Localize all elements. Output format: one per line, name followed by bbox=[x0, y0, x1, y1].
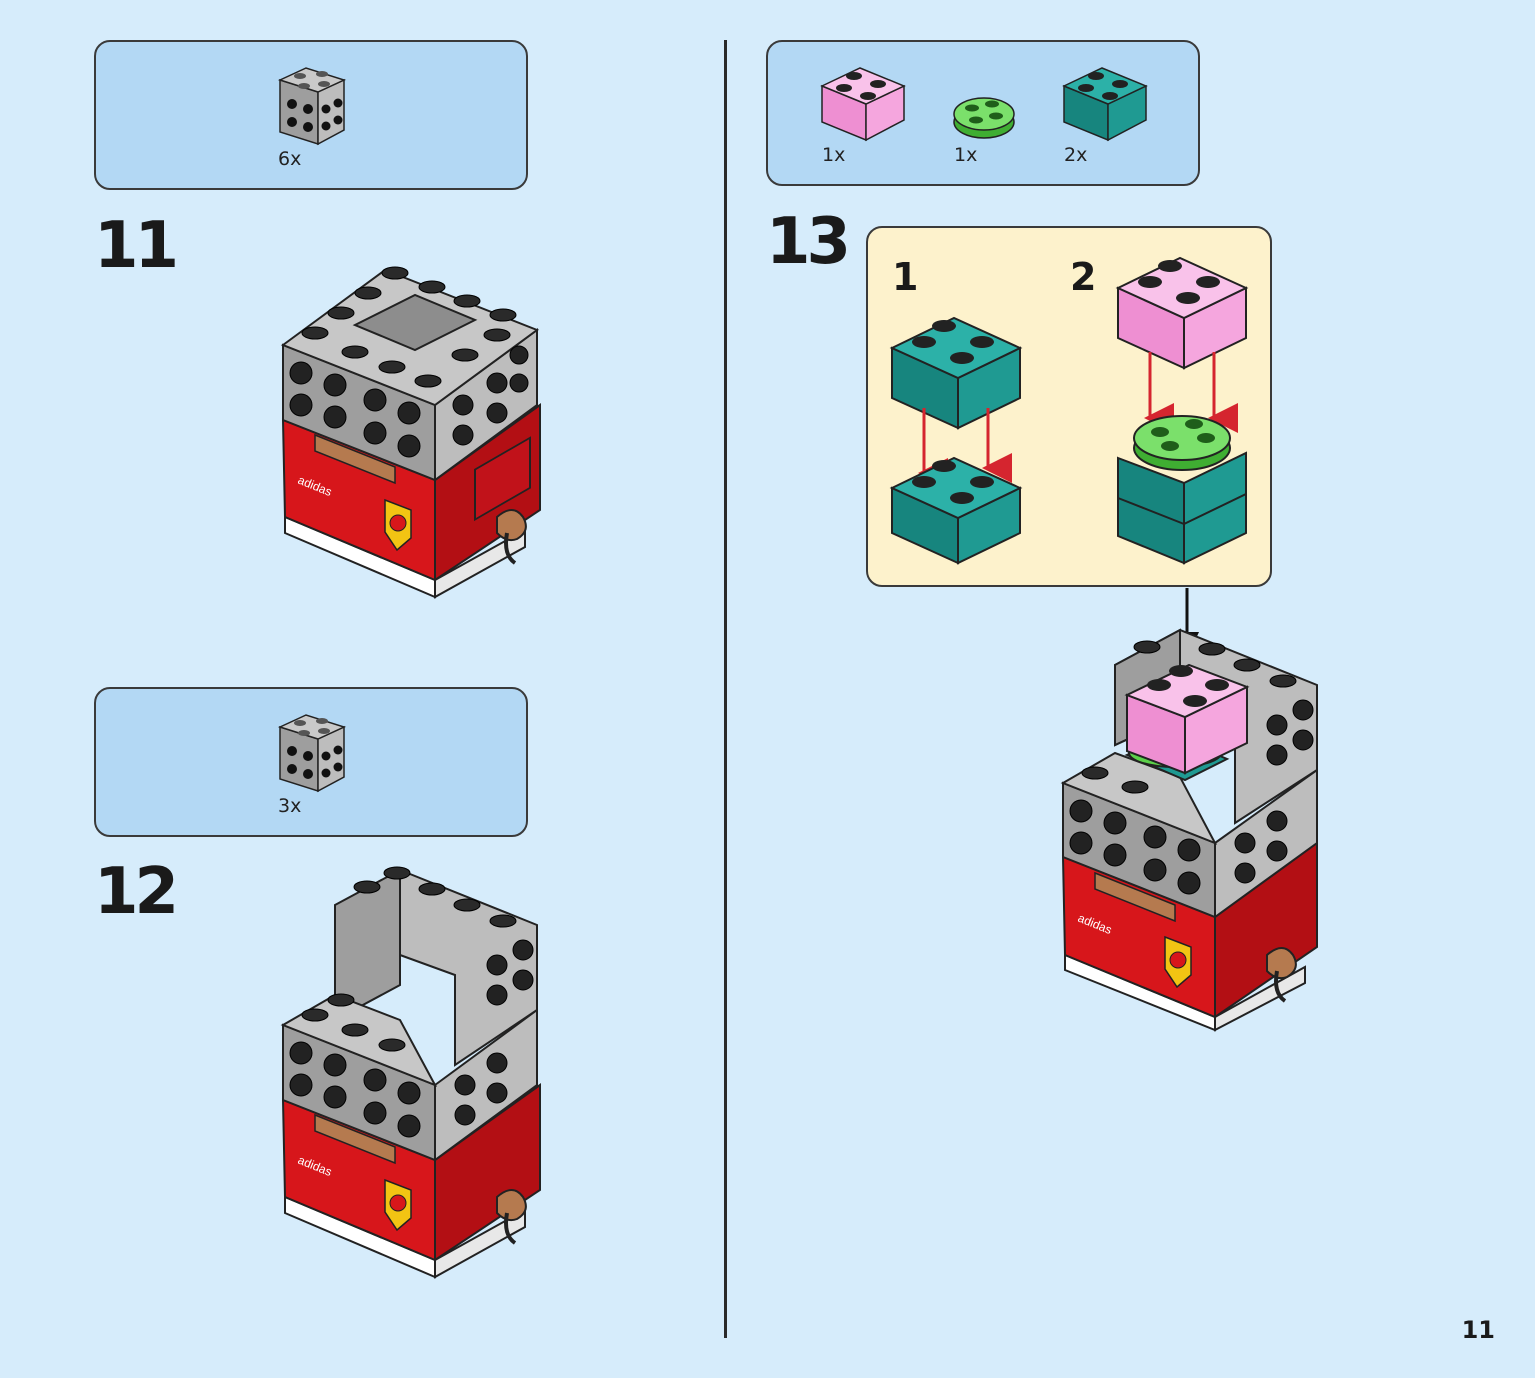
page-divider bbox=[724, 40, 727, 1338]
step-13-model-illustration: adidas bbox=[1060, 628, 1318, 1032]
step-12-model-illustration: adidas bbox=[280, 866, 541, 1279]
step-number: 11 bbox=[94, 209, 179, 283]
part-quantity: 1x bbox=[822, 144, 846, 166]
arm-piece bbox=[474, 436, 531, 522]
substep-1-illustration bbox=[889, 316, 1023, 565]
parts-list-step-12: 3x bbox=[94, 687, 528, 837]
gray-side-stud-brick-icon bbox=[277, 67, 347, 146]
substep-number: 2 bbox=[1070, 255, 1097, 299]
part-quantity: 1x bbox=[954, 144, 978, 166]
part-quantity: 2x bbox=[1064, 144, 1088, 166]
gray-side-stud-brick-icon bbox=[277, 714, 347, 793]
part-quantity: 6x bbox=[278, 148, 302, 170]
pink-brick-icon bbox=[820, 67, 906, 142]
parts-list-step-11: 6x bbox=[94, 40, 528, 190]
sub-assembly-callout: 1 2 bbox=[866, 226, 1272, 587]
green-round-plate-icon bbox=[953, 97, 1015, 139]
part-quantity: 3x bbox=[278, 795, 302, 817]
teal-brick-icon bbox=[1062, 67, 1148, 142]
step-number: 13 bbox=[766, 205, 851, 279]
parts-list-step-13: 1x 1x 2x bbox=[766, 40, 1200, 186]
step-number: 12 bbox=[94, 855, 179, 929]
step-11-model-illustration: adidas bbox=[280, 266, 541, 599]
substep-number: 1 bbox=[892, 255, 919, 299]
substep-2-illustration bbox=[1115, 256, 1249, 565]
page-number: 11 bbox=[1461, 1316, 1495, 1344]
